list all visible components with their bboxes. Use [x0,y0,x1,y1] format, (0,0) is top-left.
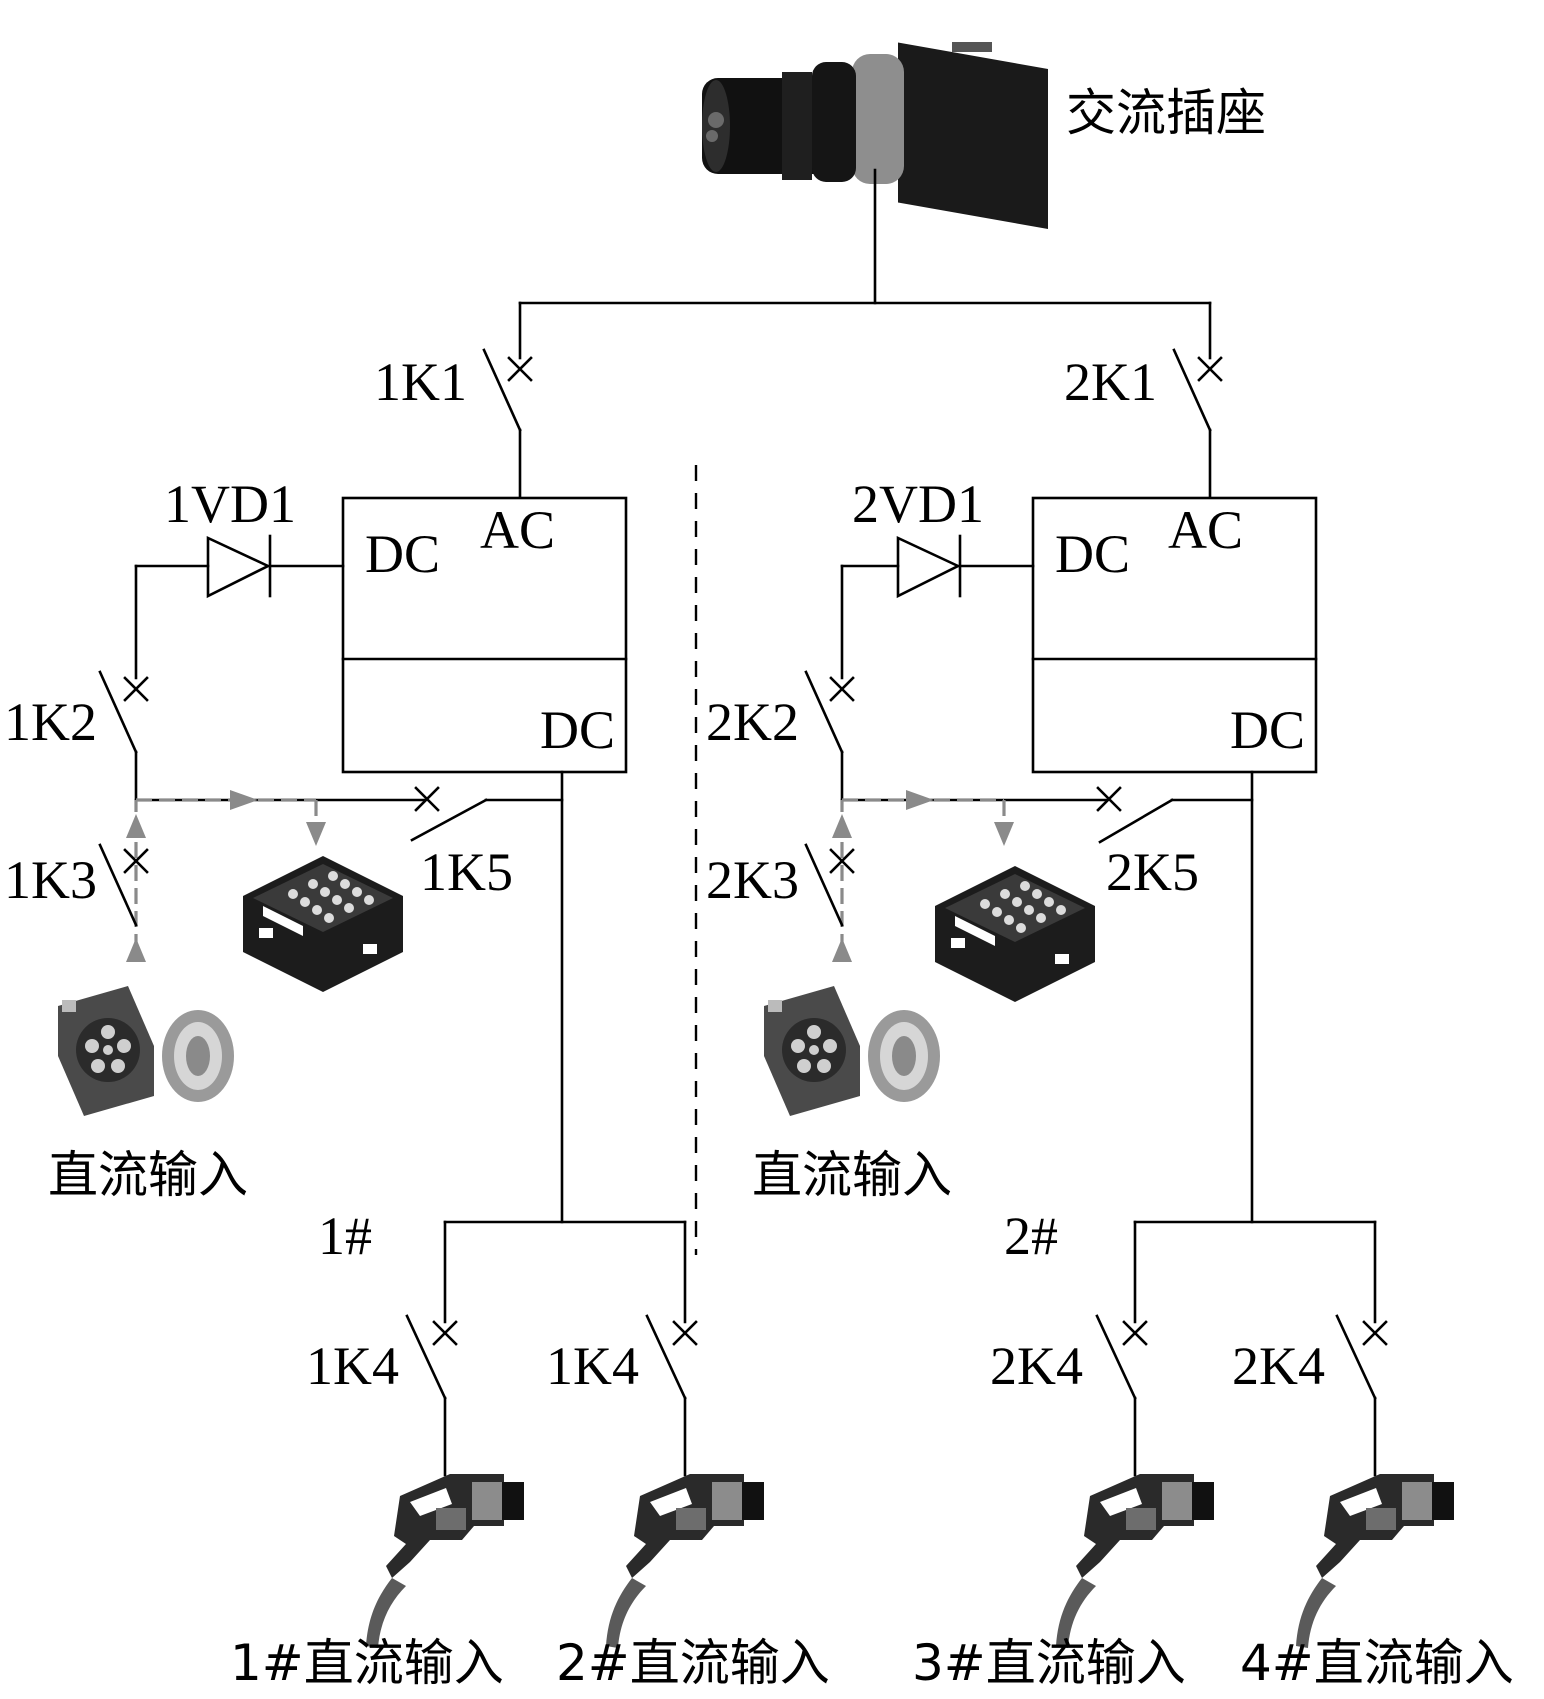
label-1k4-b: 1K4 [546,1336,639,1396]
charging-gun-icon-1 [366,1474,524,1648]
output-branch-2 [1095,1220,1388,1477]
converter-box-1 [341,496,628,774]
diode-1vd1 [134,534,345,680]
output-label-2: 2#直流输入 [556,1634,830,1692]
label-2k2: 2K2 [706,692,799,752]
label-1k2: 1K2 [4,692,97,752]
label-2k4-b: 2K4 [1232,1336,1325,1396]
output-label-1: 1#直流输入 [230,1634,504,1692]
label-2k4-a: 2K4 [990,1336,1083,1396]
breaker-1k1 [482,301,533,500]
label-ac-1: AC [480,500,555,560]
converter-box-2 [1031,496,1318,774]
battery-pack-icon-2 [935,866,1095,1002]
diode-2vd1 [840,534,1035,680]
label-1k1: 1K1 [374,352,467,412]
ac-socket-label: 交流插座 [1066,84,1266,142]
breaker-2k3 [804,843,855,927]
label-1k5: 1K5 [420,842,513,902]
unit-1: 1K1 AC DC DC 1VD1 1K2 [4,301,764,1648]
unit-2: 2K1 AC DC DC 2VD1 2K2 2K5 [706,301,1454,1648]
label-dc-bottom-1: DC [540,700,615,760]
label-1k4-a: 1K4 [306,1336,399,1396]
charging-gun-icon-4 [1296,1474,1454,1648]
label-dc-top-2: DC [1055,524,1130,584]
dc-bus-1 [134,770,564,1224]
breaker-2k1 [1172,301,1223,500]
label-2k3: 2K3 [706,850,799,910]
breaker-2k2 [804,670,855,802]
unit-label-1: 1# [318,1206,372,1266]
dc-inlet-icon [58,986,234,1116]
label-ac-2: AC [1168,500,1243,560]
flow-path-1 [126,790,326,962]
label-dc-top-1: DC [365,524,440,584]
label-1vd1: 1VD1 [164,474,296,534]
breaker-1k2 [98,670,149,802]
dc-bus-2 [840,770,1254,1224]
dc-inlet-icon-2 [764,986,940,1116]
label-2k5: 2K5 [1106,842,1199,902]
label-dc-bottom-2: DC [1230,700,1305,760]
label-2k1: 2K1 [1064,352,1157,412]
dc-input-label-1: 直流输入 [48,1146,248,1204]
output-label-4: 4#直流输入 [1240,1634,1514,1692]
breaker-1k3 [98,843,149,927]
charging-gun-icon-2 [606,1474,764,1648]
flow-path-2 [832,790,1014,962]
battery-pack-icon [243,856,403,992]
output-branch-1 [405,1220,698,1477]
label-1k3: 1K3 [4,850,97,910]
charging-gun-icon-3 [1056,1474,1214,1648]
unit-label-2: 2# [1004,1206,1058,1266]
label-2vd1: 2VD1 [852,474,984,534]
dc-input-label-2: 直流输入 [752,1146,952,1204]
output-label-3: 3#直流输入 [912,1634,1186,1692]
ac-feed-wiring [518,168,1212,305]
